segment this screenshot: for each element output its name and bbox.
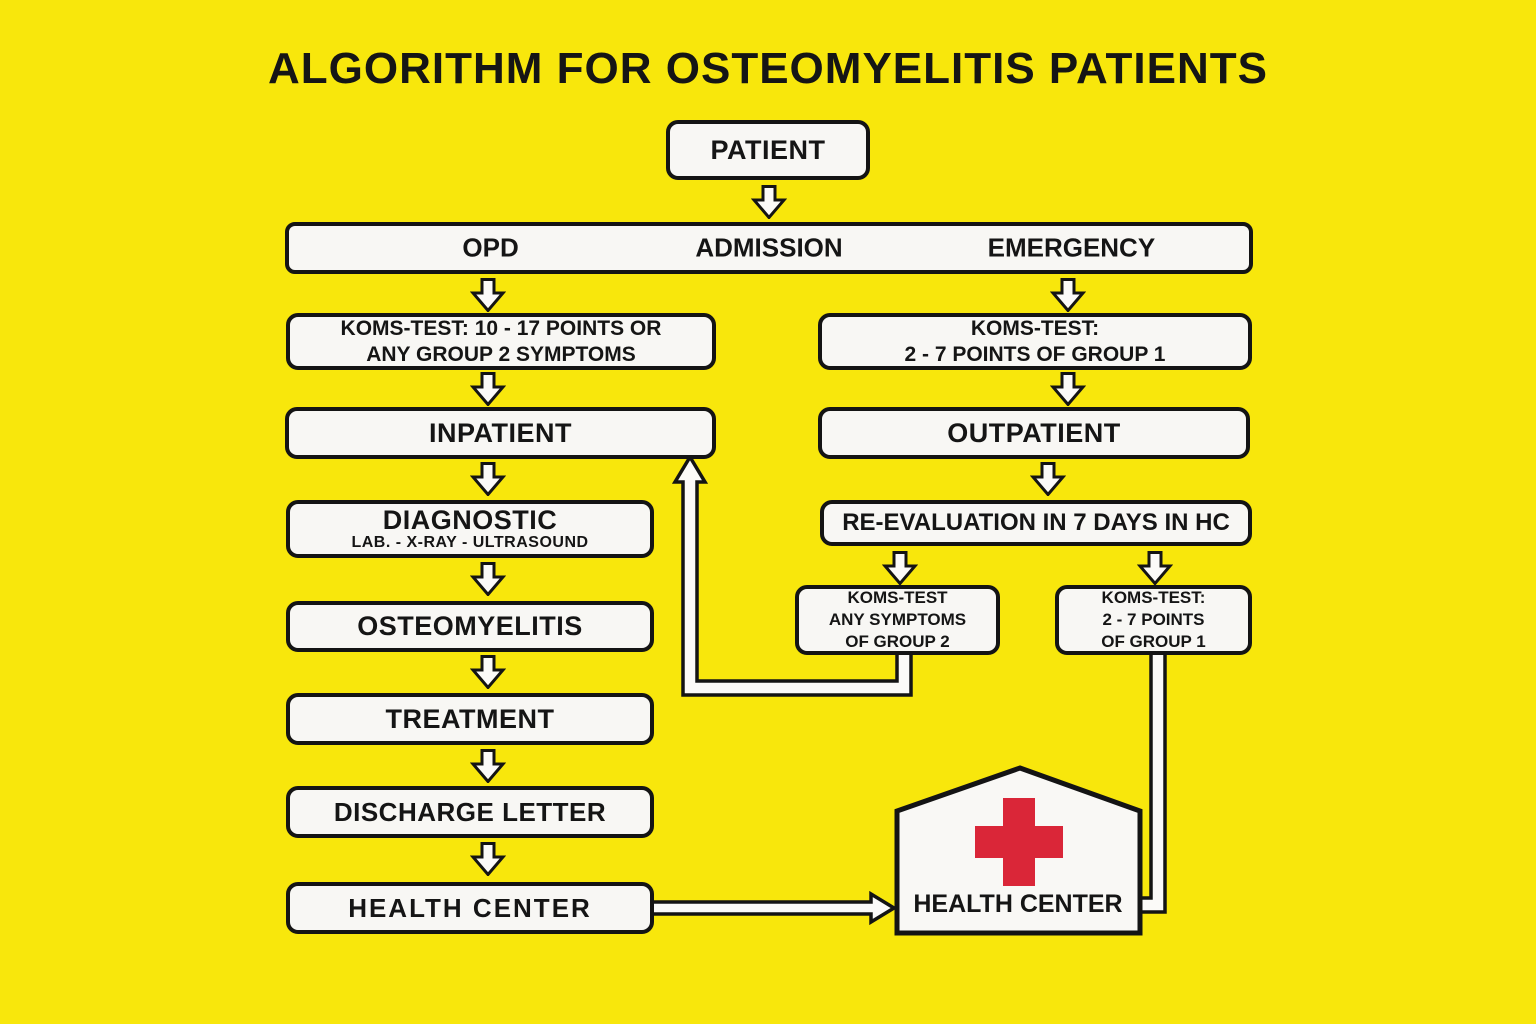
down-arrow-icon (751, 185, 787, 219)
down-arrow-icon (470, 372, 506, 406)
koms-emergency-line2: 2 - 7 POINTS OF GROUP 1 (904, 342, 1166, 366)
node-diagnostic: DIAGNOSTIC LAB. - X-RAY - ULTRASOUND (286, 500, 654, 558)
node-health-center: HEALTH CENTER (286, 882, 654, 934)
koms-group2-line3: OF GROUP 2 (845, 632, 950, 652)
node-inpatient-label: INPATIENT (429, 417, 572, 448)
node-osteomyelitis: OSTEOMYELITIS (286, 601, 654, 652)
node-health-center-label: HEALTH CENTER (348, 892, 592, 923)
entry-opd-label: OPD (462, 232, 519, 263)
node-re-evaluation-label: RE-EVALUATION IN 7 DAYS IN HC (842, 509, 1230, 536)
page-title: ALGORITHM FOR OSTEOMYELITIS PATIENTS (268, 44, 1268, 93)
koms-emergency-line1: KOMS-TEST: (970, 316, 1100, 340)
down-arrow-icon (470, 655, 506, 689)
down-arrow-icon (470, 842, 506, 876)
node-entry-bar: OPD ADMISSION EMERGENCY (285, 222, 1253, 274)
koms-group1-line3: OF GROUP 1 (1101, 632, 1206, 652)
entry-emergency-label: EMERGENCY (987, 232, 1156, 263)
down-arrow-icon (882, 551, 918, 585)
node-inpatient: INPATIENT (285, 407, 716, 459)
health-center-building: HEALTH CENTER (894, 765, 1143, 936)
health-center-building-label: HEALTH CENTER (913, 890, 1122, 918)
down-arrow-icon (470, 462, 506, 496)
down-arrow-icon (470, 749, 506, 783)
koms-group2-line1: KOMS-TEST (847, 587, 948, 607)
node-re-evaluation: RE-EVALUATION IN 7 DAYS IN HC (820, 500, 1252, 546)
right-arrow-icon (648, 890, 898, 926)
node-discharge-letter: DISCHARGE LETTER (286, 786, 654, 838)
koms-group2-line2: ANY SYMPTOMS (828, 609, 967, 629)
down-arrow-icon (1050, 278, 1086, 312)
koms-opd-line1: KOMS-TEST: 10 - 17 POINTS OR (340, 316, 662, 340)
down-arrow-icon (470, 562, 506, 596)
node-treatment-label: TREATMENT (385, 703, 555, 734)
node-diagnostic-sub: LAB. - X-RAY - ULTRASOUND (351, 534, 589, 552)
node-diagnostic-label: DIAGNOSTIC (382, 504, 558, 535)
node-treatment: TREATMENT (286, 693, 654, 745)
node-osteomyelitis-label: OSTEOMYELITIS (357, 611, 583, 641)
down-arrow-icon (1030, 462, 1066, 496)
down-arrow-icon (470, 278, 506, 312)
red-cross-icon (975, 798, 1063, 886)
node-discharge-letter-label: DISCHARGE LETTER (333, 796, 607, 827)
node-outpatient-label: OUTPATIENT (947, 417, 1121, 448)
node-patient: PATIENT (666, 120, 870, 180)
node-koms-group1: KOMS-TEST: 2 - 7 POINTS OF GROUP 1 (1055, 585, 1252, 655)
entry-admission-label: ADMISSION (695, 232, 843, 263)
node-koms-test-opd: KOMS-TEST: 10 - 17 POINTS OR ANY GROUP 2… (286, 313, 716, 370)
feedback-up-arrow-icon (671, 453, 913, 697)
node-patient-label: PATIENT (710, 134, 826, 165)
koms-opd-line2: ANY GROUP 2 SYMPTOMS (366, 342, 636, 366)
down-arrow-icon (1050, 372, 1086, 406)
koms-group1-line1: KOMS-TEST: (1101, 587, 1206, 607)
node-koms-group2: KOMS-TEST ANY SYMPTOMS OF GROUP 2 (795, 585, 1000, 655)
down-arrow-icon (1137, 551, 1173, 585)
node-outpatient: OUTPATIENT (818, 407, 1250, 459)
node-koms-test-emergency: KOMS-TEST: 2 - 7 POINTS OF GROUP 1 (818, 313, 1252, 370)
koms-group1-line2: 2 - 7 POINTS (1102, 609, 1205, 629)
